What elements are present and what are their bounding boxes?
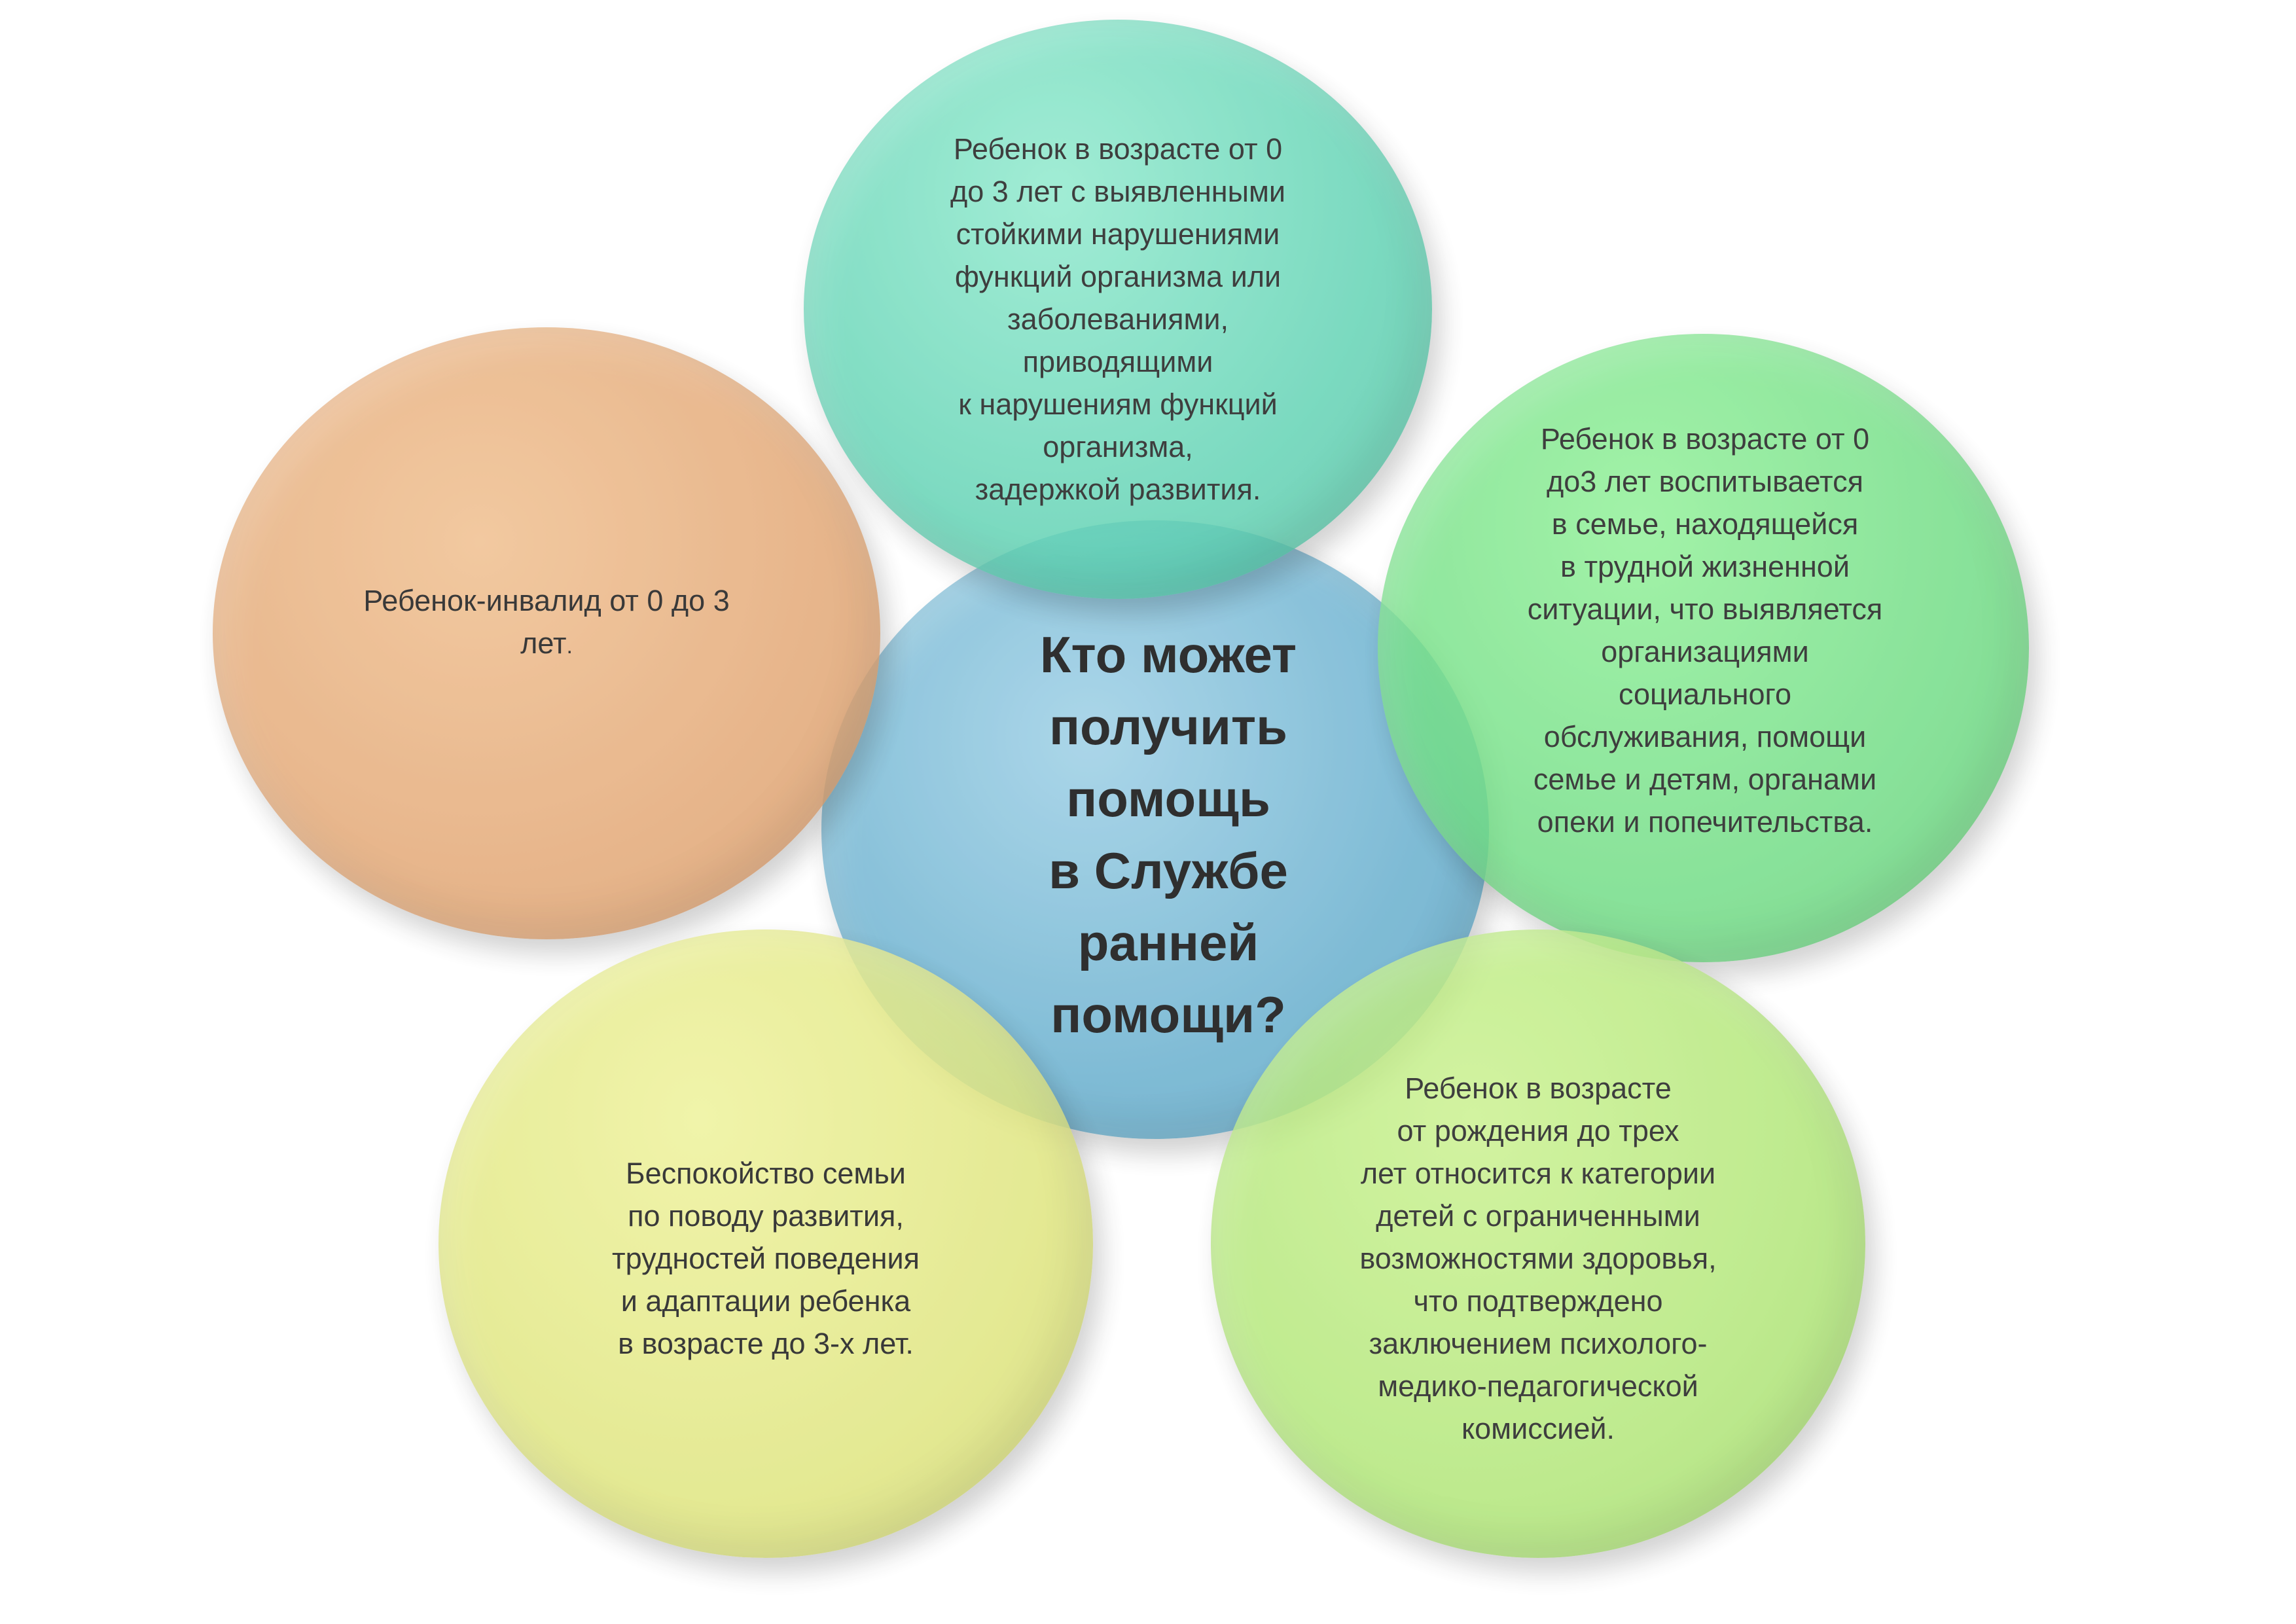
- bottom-right-circle: Ребенок в возрасте от рождения до трех л…: [1211, 929, 1865, 1558]
- left-circle-text-wrapper: Ребенок-инвалид от 0 до 3 лет.: [314, 579, 779, 668]
- top-circle-text: Ребенок в возрасте от 0 до 3 лет с выявл…: [950, 132, 1286, 506]
- bottom-right-circle-text: Ребенок в возрасте от рождения до трех л…: [1359, 1072, 1717, 1445]
- bottom-left-circle-text: Беспокойство семьи по поводу развития, т…: [611, 1157, 920, 1360]
- left-circle-suffix: .: [566, 634, 573, 659]
- top-circle: Ребенок в возрасте от 0 до 3 лет с выявл…: [804, 20, 1432, 599]
- right-circle: Ребенок в возрасте от 0 до3 лет воспитыв…: [1378, 334, 2029, 962]
- left-circle-text: Ребенок-инвалид от 0 до 3 лет: [363, 584, 730, 660]
- center-question: Кто может получить помощь в Службе ранне…: [1039, 626, 1297, 1043]
- bottom-left-circle: Беспокойство семьи по поводу развития, т…: [439, 929, 1093, 1558]
- right-circle-text: Ребенок в возрасте от 0 до3 лет воспитыв…: [1527, 422, 1883, 839]
- left-circle: Ребенок-инвалид от 0 до 3 лет.: [213, 327, 880, 939]
